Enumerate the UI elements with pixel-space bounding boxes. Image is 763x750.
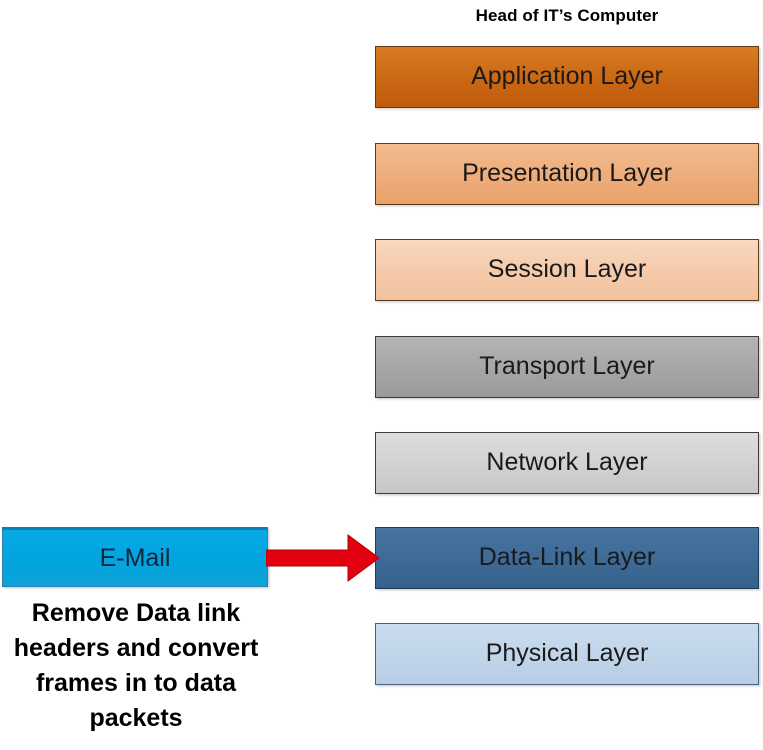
- layer-box-data-link[interactable]: Data-Link Layer: [375, 527, 759, 589]
- right-arrow-icon: [266, 534, 380, 582]
- email-source-label: E-Mail: [99, 543, 171, 572]
- layer-box-application[interactable]: Application Layer: [375, 46, 759, 108]
- layer-label-application: Application Layer: [471, 61, 663, 90]
- layer-box-network[interactable]: Network Layer: [375, 432, 759, 494]
- email-source-box[interactable]: E-Mail: [2, 527, 268, 587]
- layer-label-physical: Physical Layer: [485, 638, 649, 667]
- flow-caption: Remove Data link headers and convert fra…: [13, 599, 259, 732]
- layer-label-network: Network Layer: [486, 447, 648, 476]
- layer-label-data-link: Data-Link Layer: [478, 542, 656, 571]
- layer-label-presentation: Presentation Layer: [462, 158, 672, 187]
- layer-box-transport[interactable]: Transport Layer: [375, 336, 759, 398]
- layer-box-physical[interactable]: Physical Layer: [375, 623, 759, 685]
- page-title: Head of IT’s Computer: [475, 6, 659, 25]
- layer-box-presentation[interactable]: Presentation Layer: [375, 143, 759, 205]
- layer-label-session: Session Layer: [487, 254, 647, 283]
- layer-label-transport: Transport Layer: [479, 351, 655, 380]
- layer-box-session[interactable]: Session Layer: [375, 239, 759, 301]
